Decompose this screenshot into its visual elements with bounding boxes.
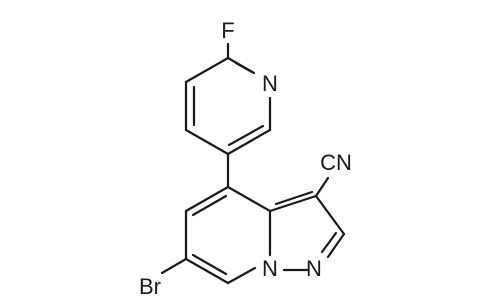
- fluorine-label: F: [221, 18, 234, 43]
- bromine-label: Br: [139, 274, 161, 299]
- bond-c4-c3: [184, 128, 230, 156]
- bond-c3a-c4: [226, 185, 272, 213]
- bond-c3-cn: [314, 176, 330, 198]
- bond-c3-c2: [226, 128, 272, 156]
- pyridine-core-ring: [160, 185, 272, 285]
- bond-c3a-c3: [268, 194, 318, 213]
- bond-c3-c2-double: [227, 124, 265, 147]
- pyridine-nitrogen-label: N: [262, 71, 278, 96]
- bond-c4-c5core: [184, 185, 230, 213]
- nitrile-label: CN: [320, 150, 352, 175]
- bridgehead-nitrogen-label: N: [262, 256, 278, 281]
- bond-c3a-c3-double: [274, 190, 314, 206]
- bond-c6-br: [160, 257, 188, 275]
- fluoropyridine-ring: [184, 42, 272, 156]
- pyrazole-ring: [268, 176, 346, 272]
- bond-c7-n8: [226, 266, 257, 285]
- bond-c2pz-n1pz: [326, 232, 346, 259]
- bond-c3-c2pz: [314, 194, 346, 236]
- bond-c4-c5core-double: [191, 194, 228, 217]
- bond-n1-c6-double: [234, 61, 254, 74]
- bond-c2pz-n1pz-double: [320, 231, 338, 254]
- bond-c6-c5: [184, 56, 230, 84]
- pyrazole-nitrogen-label: N: [306, 256, 322, 281]
- bond-c6-c7core-double: [191, 253, 228, 276]
- bond-c6-c7core: [184, 257, 230, 285]
